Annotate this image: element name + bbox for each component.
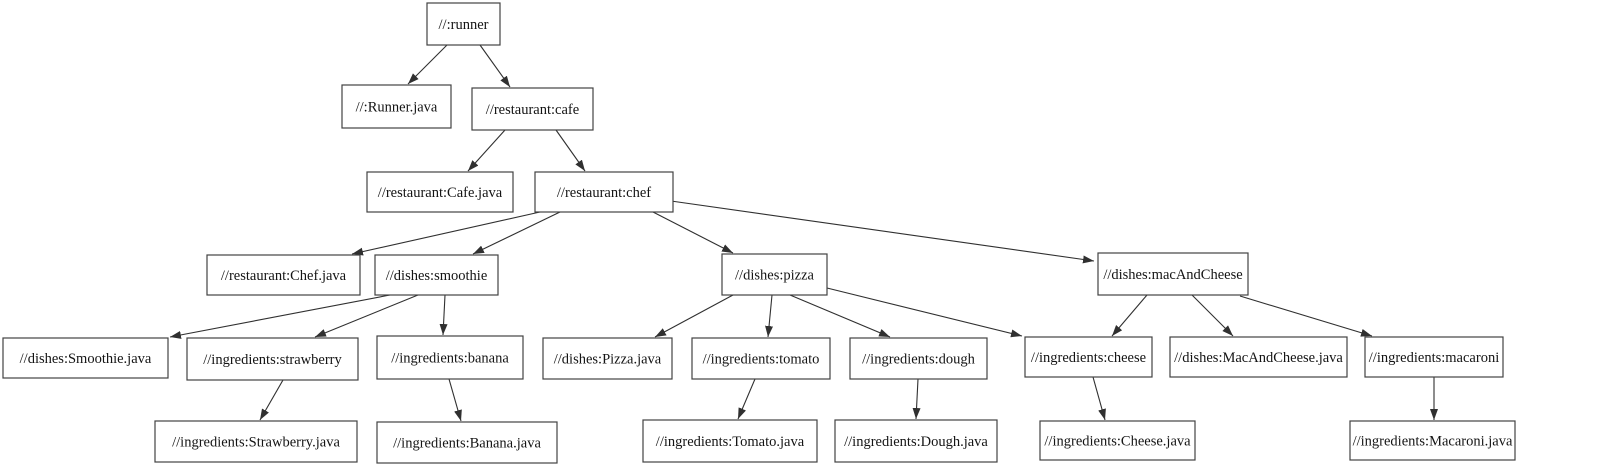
edge-chef-to-mac-and-cheese <box>670 200 1095 264</box>
edge-chef-to-smoothie <box>472 211 561 255</box>
node-box-dough <box>849 337 988 380</box>
node-label-dough-java: //ingredients:Dough.java <box>844 434 988 450</box>
edge-pizza-to-tomato <box>765 294 774 338</box>
graph-node-dough-java: //ingredients:Dough.java <box>834 419 998 463</box>
node-label-strawberry-java: //ingredients:Strawberry.java <box>172 435 340 451</box>
node-label-macaroni: //ingredients:macaroni <box>1369 350 1499 366</box>
node-label-pizza-java: //dishes:Pizza.java <box>554 352 662 368</box>
node-label-tomato-java: //ingredients:Tomato.java <box>656 434 805 450</box>
edge-cafe-to-chef <box>555 129 586 172</box>
edge-runner-to-cafe <box>479 44 511 88</box>
node-box-chef <box>534 171 674 213</box>
graph-node-cheese-java: //ingredients:Cheese.java <box>1039 420 1196 461</box>
node-label-banana: //ingredients:banana <box>391 351 509 367</box>
node-label-cafe-java: //restaurant:Cafe.java <box>378 185 503 201</box>
node-box-cafe <box>471 87 594 131</box>
node-label-cheese-java: //ingredients:Cheese.java <box>1044 434 1191 450</box>
node-box-chef-java <box>206 254 361 296</box>
node-box-cheese <box>1024 336 1153 378</box>
edge-runner-to-runner-java <box>407 44 448 85</box>
edge-chef-to-chef-java <box>351 211 541 256</box>
edge-mac-and-cheese-to-mac-and-cheese-java <box>1191 294 1234 337</box>
graph-node-runner-java: //:Runner.java <box>341 84 452 129</box>
edge-strawberry-to-strawberry-java <box>259 379 284 421</box>
graph-node-pizza-java: //dishes:Pizza.java <box>542 337 673 380</box>
edge-banana-to-banana-java <box>448 378 462 422</box>
graph-node-runner: //:runner <box>426 2 501 46</box>
edge-smoothie-to-strawberry <box>314 294 419 338</box>
node-box-banana-java <box>376 421 558 464</box>
node-box-cheese-java <box>1039 420 1196 461</box>
node-label-chef-java: //restaurant:Chef.java <box>221 268 347 284</box>
node-box-smoothie <box>374 254 499 296</box>
node-box-mac-and-cheese-java <box>1169 336 1348 378</box>
node-label-strawberry: //ingredients:strawberry <box>203 352 342 368</box>
node-box-macaroni-java <box>1349 420 1516 461</box>
node-label-banana-java: //ingredients:Banana.java <box>393 436 541 452</box>
edge-mac-and-cheese-to-cheese <box>1111 294 1148 337</box>
node-box-strawberry <box>186 337 359 381</box>
edge-smoothie-to-smoothie-java <box>169 294 391 339</box>
graph-node-tomato-java: //ingredients:Tomato.java <box>642 419 818 463</box>
graph-node-banana: //ingredients:banana <box>376 335 524 380</box>
graph-node-smoothie-java: //dishes:Smoothie.java <box>2 337 169 379</box>
edge-chef-to-pizza <box>652 211 734 254</box>
edge-mac-and-cheese-to-macaroni <box>1239 295 1373 337</box>
edge-pizza-to-pizza-java <box>654 294 734 338</box>
graph-node-chef: //restaurant:chef <box>534 171 674 213</box>
node-label-smoothie: //dishes:smoothie <box>386 268 488 284</box>
node-box-pizza <box>721 253 828 296</box>
node-box-pizza-java <box>542 337 673 380</box>
edges-layer <box>169 44 1438 422</box>
graph-node-mac-and-cheese-java: //dishes:MacAndCheese.java <box>1169 336 1348 378</box>
node-label-dough: //ingredients:dough <box>862 352 976 368</box>
graph-node-pizza: //dishes:pizza <box>721 253 828 296</box>
node-label-chef: //restaurant:chef <box>557 185 651 201</box>
edge-cheese-to-cheese-java <box>1092 376 1106 421</box>
node-box-smoothie-java <box>2 337 169 379</box>
node-label-smoothie-java: //dishes:Smoothie.java <box>20 351 152 367</box>
edge-dough-to-dough-java <box>912 378 921 420</box>
edge-smoothie-to-banana <box>439 294 448 336</box>
node-label-pizza: //dishes:pizza <box>735 268 814 284</box>
graph-node-cheese: //ingredients:cheese <box>1024 336 1153 378</box>
node-box-tomato-java <box>642 419 818 463</box>
graph-node-banana-java: //ingredients:Banana.java <box>376 421 558 464</box>
node-box-tomato <box>691 337 831 380</box>
node-box-banana <box>376 335 524 380</box>
node-box-dough-java <box>834 419 998 463</box>
graph-node-macaroni: //ingredients:macaroni <box>1364 336 1504 378</box>
node-label-tomato: //ingredients:tomato <box>703 352 820 368</box>
graph-node-strawberry: //ingredients:strawberry <box>186 337 359 381</box>
node-box-mac-and-cheese <box>1097 252 1249 296</box>
node-label-mac-and-cheese-java: //dishes:MacAndCheese.java <box>1174 350 1343 366</box>
node-box-runner-java <box>341 84 452 129</box>
graph-node-dough: //ingredients:dough <box>849 337 988 380</box>
edge-tomato-to-tomato-java <box>737 378 756 420</box>
graph-node-smoothie: //dishes:smoothie <box>374 254 499 296</box>
graph-node-cafe-java: //restaurant:Cafe.java <box>366 171 514 213</box>
graph-node-chef-java: //restaurant:Chef.java <box>206 254 361 296</box>
graph-node-tomato: //ingredients:tomato <box>691 337 831 380</box>
nodes-layer: //:runner //:Runner.java //restaurant:cafe… <box>2 2 1516 464</box>
node-box-cafe-java <box>366 171 514 213</box>
graph-node-strawberry-java: //ingredients:Strawberry.java <box>154 420 358 463</box>
node-box-strawberry-java <box>154 420 358 463</box>
node-label-cheese: //ingredients:cheese <box>1031 350 1146 366</box>
node-box-macaroni <box>1364 336 1504 378</box>
graph-node-cafe: //restaurant:cafe <box>471 87 594 131</box>
node-label-macaroni-java: //ingredients:Macaroni.java <box>1353 434 1513 450</box>
edge-pizza-to-dough <box>789 294 891 338</box>
node-label-cafe: //restaurant:cafe <box>486 102 579 118</box>
node-box-runner <box>426 2 501 46</box>
node-label-runner-java: //:Runner.java <box>356 100 438 116</box>
graph-node-macaroni-java: //ingredients:Macaroni.java <box>1349 420 1516 461</box>
edge-cafe-to-cafe-java <box>467 129 506 172</box>
node-label-runner: //:runner <box>439 17 489 33</box>
edge-pizza-to-cheese <box>826 287 1023 338</box>
graph-node-mac-and-cheese: //dishes:macAndCheese <box>1097 252 1249 296</box>
node-label-mac-and-cheese: //dishes:macAndCheese <box>1103 267 1242 283</box>
